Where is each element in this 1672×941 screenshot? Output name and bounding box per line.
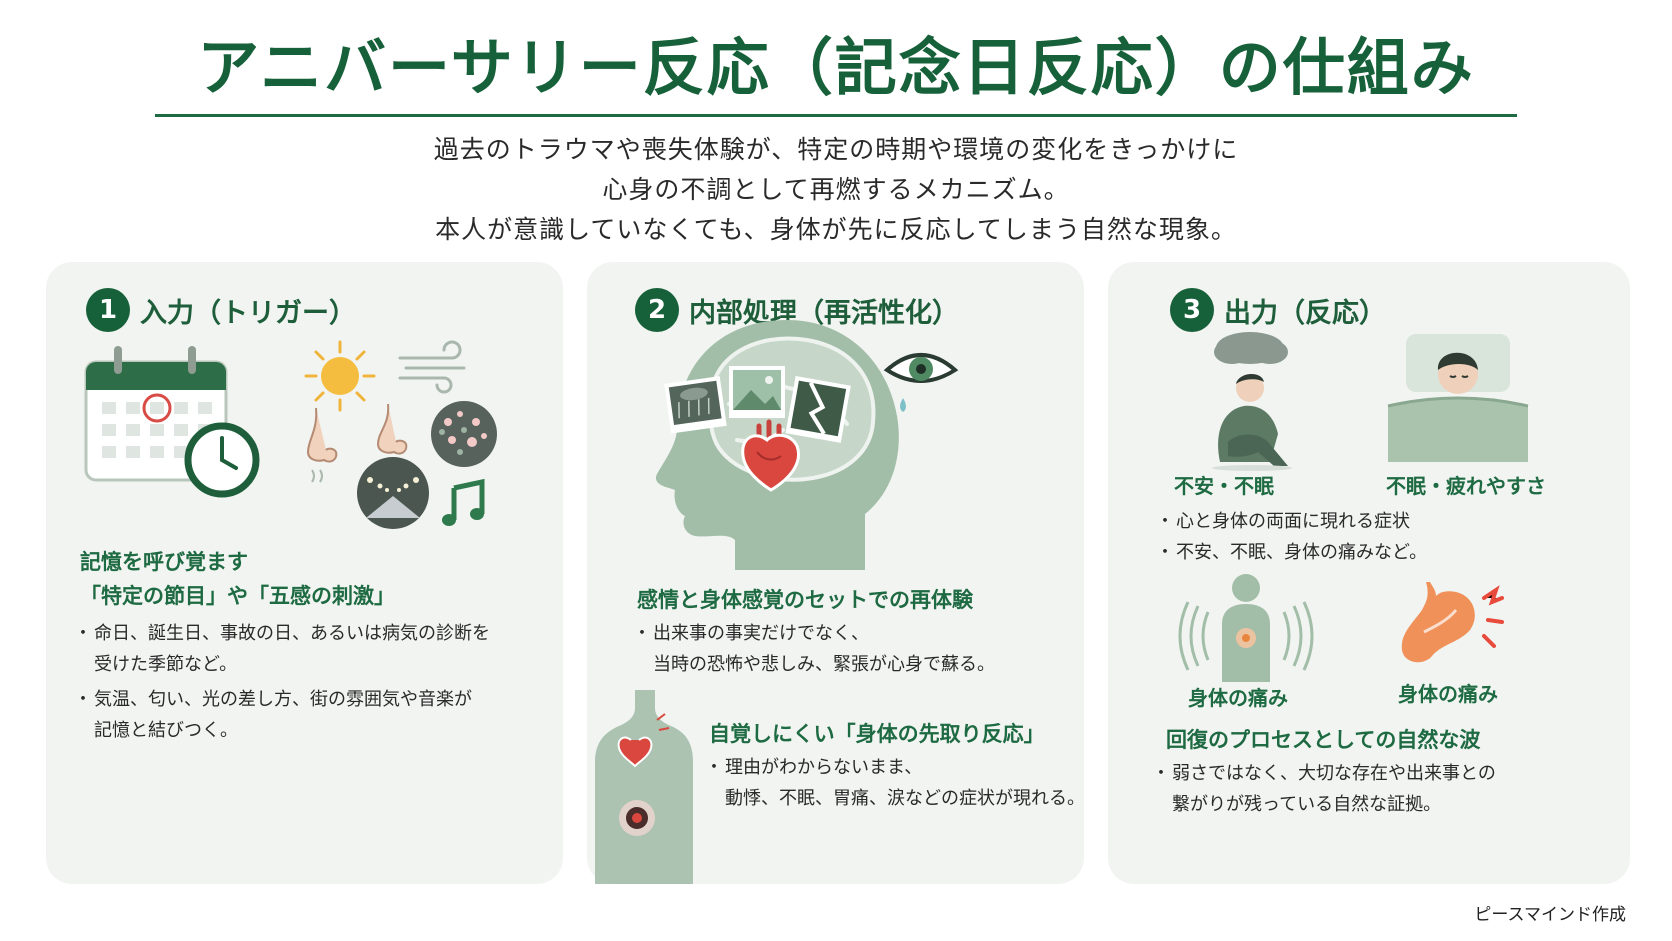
sleepless-person-icon — [1387, 334, 1529, 462]
anxious-person-icon — [1212, 332, 1292, 471]
bullet-text: 出来事の事実だけでなく、 — [653, 623, 869, 644]
section-heading: 回復のプロセスとしての自然な波 — [1166, 728, 1481, 752]
panel-title: 入力（トリガー） — [140, 297, 356, 329]
photo-memory-icon — [664, 366, 851, 443]
reaction-caption: 不安・不眠 — [1174, 474, 1274, 498]
heart-icon — [741, 419, 800, 492]
stomach-pain-icon — [1401, 582, 1504, 663]
bullet-text: 受けた季節など。 — [94, 654, 238, 675]
sun-icon — [304, 340, 376, 412]
nose-icon — [376, 403, 408, 455]
music-note-icon — [442, 478, 485, 526]
bullet-text: 不安、不眠、身体の痛みなど。 — [1176, 542, 1428, 563]
bullet-item: 命日、誕生日、事故の日、あるいは病気の診断を 受けた季節など。 — [74, 618, 490, 680]
bullet-text: 動悸、不眠、胃痛、涙などの症状が現れる。 — [725, 788, 1085, 809]
bullet-text: 心と身体の両面に現れる症状 — [1176, 511, 1410, 532]
panel-internal-processing: 2 内部処理（再活性化） 感情と身体感覚のセットでの再体験 出来事の事実だけでな… — [587, 262, 1085, 884]
bullet-item: 理由がわからないまま、 動悸、不眠、胃痛、涙などの症状が現れる。 — [705, 752, 1085, 814]
bullet-text: 繋がりが残っている自然な証拠。 — [1172, 794, 1442, 815]
bullet-item: 気温、匂い、光の差し方、街の雰囲気や音楽が 記憶と結びつく。 — [74, 684, 490, 746]
step-number-badge: 3 — [1170, 288, 1214, 332]
body-pain-icon — [1178, 574, 1314, 682]
bullet-list: 出来事の事実だけでなく、 当時の恐怖や悲しみ、緊張が心身で蘇る。 — [633, 618, 995, 684]
section-heading: 記憶を呼び覚ます — [80, 550, 248, 574]
panel-header: 2 内部処理（再活性化） — [635, 288, 959, 332]
clock-icon — [184, 422, 260, 498]
bullet-text: 命日、誕生日、事故の日、あるいは病気の診断を — [94, 623, 490, 644]
step-number-badge: 2 — [635, 288, 679, 332]
section-heading: 感情と身体感覚のセットでの再体験 — [637, 588, 973, 612]
calendar-icon — [84, 346, 228, 482]
panel-input-trigger: 1 入力（トリガー） — [46, 262, 563, 884]
step-number-badge: 1 — [86, 288, 130, 332]
panel-output-reaction: 3 出力（反応） 不安・不眠 不眠・疲れやすさ 心と身体の両面に現れる症状 不安… — [1108, 262, 1630, 884]
panel-title: 内部処理（再活性化） — [689, 297, 959, 329]
body-heart-icon — [595, 690, 693, 884]
bullet-text: 弱さではなく、大切な存在や出来事との — [1172, 763, 1496, 784]
bullet-item: 心と身体の両面に現れる症状 — [1156, 506, 1427, 537]
intro-line: 心身の不調として再燃するメカニズム。 — [602, 175, 1070, 204]
panel-header: 3 出力（反応） — [1170, 288, 1386, 332]
intro-line: 本人が意識していなくても、身体が先に反応してしまう自然な現象。 — [435, 215, 1237, 244]
page-title: アニバーサリー反応（記念日反応）の仕組み — [197, 31, 1475, 104]
bullet-list: 弱さではなく、大切な存在や出来事との 繋がりが残っている自然な証拠。 — [1152, 758, 1496, 824]
reaction-caption: 身体の痛み — [1188, 686, 1288, 710]
bullet-text: 気温、匂い、光の差し方、街の雰囲気や音楽が — [94, 689, 472, 710]
bullet-list: 心と身体の両面に現れる症状 不安、不眠、身体の痛みなど。 — [1156, 506, 1427, 572]
bullet-item: 出来事の事実だけでなく、 当時の恐怖や悲しみ、緊張が心身で蘇る。 — [633, 618, 995, 680]
wind-icon — [398, 340, 466, 394]
bullet-item: 不安、不眠、身体の痛みなど。 — [1156, 537, 1427, 568]
panel-title: 出力（反応） — [1224, 297, 1386, 329]
street-lights-icon — [357, 457, 429, 529]
section-heading: 「特定の節目」や「五感の刺激」 — [80, 584, 395, 608]
reaction-caption: 不眠・疲れやすさ — [1386, 474, 1546, 498]
credit-text: ピースマインド作成 — [1474, 905, 1626, 925]
bullet-text: 当時の恐怖や悲しみ、緊張が心身で蘇る。 — [653, 654, 995, 675]
bullet-text: 記憶と結びつく。 — [94, 720, 238, 741]
intro-text: 過去のトラウマや喪失体験が、特定の時期や環境の変化をきっかけに 心身の不調として… — [0, 130, 1672, 250]
bullet-text: 理由がわからないまま、 — [725, 757, 923, 778]
nose-icon — [306, 407, 338, 483]
flowers-icon — [431, 401, 497, 467]
teary-eye-icon — [883, 353, 959, 412]
reaction-caption: 身体の痛み — [1398, 682, 1498, 706]
section-heading: 自覚しにくい「身体の先取り反応」 — [709, 722, 1045, 746]
bullet-list: 命日、誕生日、事故の日、あるいは病気の診断を 受けた季節など。 気温、匂い、光の… — [74, 618, 490, 750]
panel-header: 1 入力（トリガー） — [86, 288, 356, 332]
title-divider — [155, 114, 1517, 117]
bullet-list: 理由がわからないまま、 動悸、不眠、胃痛、涙などの症状が現れる。 — [705, 752, 1085, 818]
intro-line: 過去のトラウマや喪失体験が、特定の時期や環境の変化をきっかけに — [433, 135, 1239, 164]
bullet-item: 弱さではなく、大切な存在や出来事との 繋がりが残っている自然な証拠。 — [1152, 758, 1496, 820]
